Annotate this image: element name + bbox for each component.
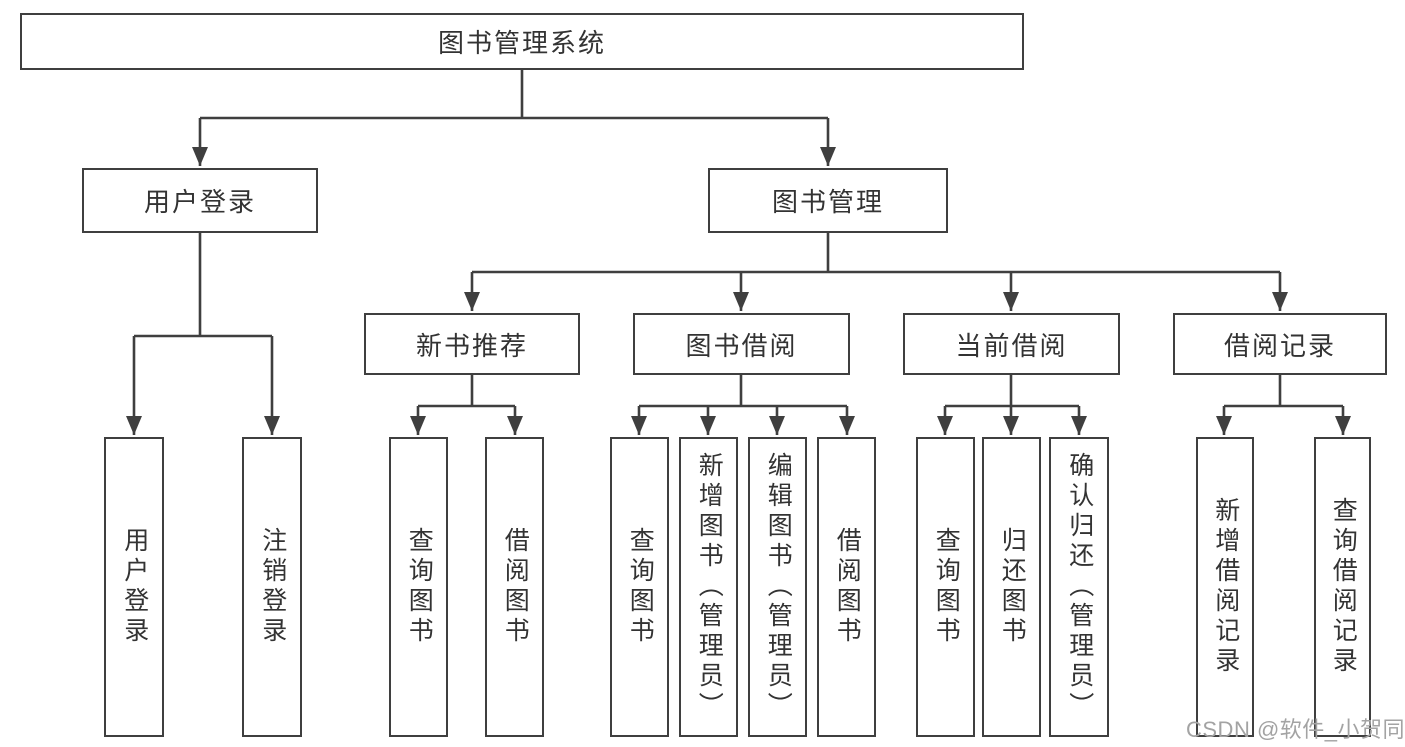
leaf-logout: 注销登录	[242, 437, 302, 737]
leaf-borrow-books: 借阅图书	[817, 437, 876, 737]
leaf-query-books-recommend: 查询图书	[389, 437, 448, 737]
node-label: 确认归还（管理员）	[1065, 452, 1094, 722]
node-label: 用户登录	[143, 187, 256, 217]
node-new-book-recommendation: 新书推荐	[364, 313, 580, 375]
node-label: 查询借阅记录	[1329, 497, 1358, 677]
node-borrowing-records: 借阅记录	[1173, 313, 1387, 375]
node-label: 图书借阅	[685, 330, 798, 361]
node-label: 编辑图书（管理员）	[764, 452, 793, 722]
leaf-query-books-borrow: 查询图书	[610, 437, 669, 737]
leaf-query-borrow-record: 查询借阅记录	[1314, 437, 1371, 737]
leaf-query-books-current: 查询图书	[916, 437, 975, 737]
node-label: 查询图书	[405, 527, 434, 647]
node-label: 当前借阅	[955, 330, 1068, 361]
node-label: 新书推荐	[415, 330, 528, 361]
node-label: 新增借阅记录	[1211, 497, 1240, 677]
node-book-borrowing: 图书借阅	[633, 313, 850, 375]
leaf-borrow-books-recommend: 借阅图书	[485, 437, 544, 737]
node-book-management: 图书管理	[708, 168, 948, 233]
node-label: 归还图书	[998, 527, 1027, 647]
node-label: 查询图书	[626, 527, 655, 647]
node-label: 借阅记录	[1223, 330, 1336, 361]
node-label: 借阅图书	[501, 527, 530, 647]
node-book-management-system: 图书管理系统	[20, 13, 1024, 70]
node-label: 用户登录	[120, 527, 149, 647]
leaf-confirm-return-admin: 确认归还（管理员）	[1049, 437, 1109, 737]
node-label: 查询图书	[932, 527, 961, 647]
node-current-borrowing: 当前借阅	[903, 313, 1120, 375]
node-label: 图书管理系统	[437, 28, 606, 58]
csdn-watermark: CSDN @软件_小贺同学	[1186, 717, 1405, 742]
leaf-user-login: 用户登录	[104, 437, 164, 737]
node-user-login: 用户登录	[82, 168, 318, 233]
node-label: 借阅图书	[833, 527, 862, 647]
leaf-add-books-admin: 新增图书（管理员）	[679, 437, 738, 737]
leaf-edit-books-admin: 编辑图书（管理员）	[748, 437, 807, 737]
leaf-return-books: 归还图书	[982, 437, 1041, 737]
leaf-add-borrow-record: 新增借阅记录	[1196, 437, 1254, 737]
node-label: 图书管理	[771, 187, 884, 217]
node-label: 新增图书（管理员）	[695, 452, 724, 722]
node-label: 注销登录	[258, 527, 287, 647]
